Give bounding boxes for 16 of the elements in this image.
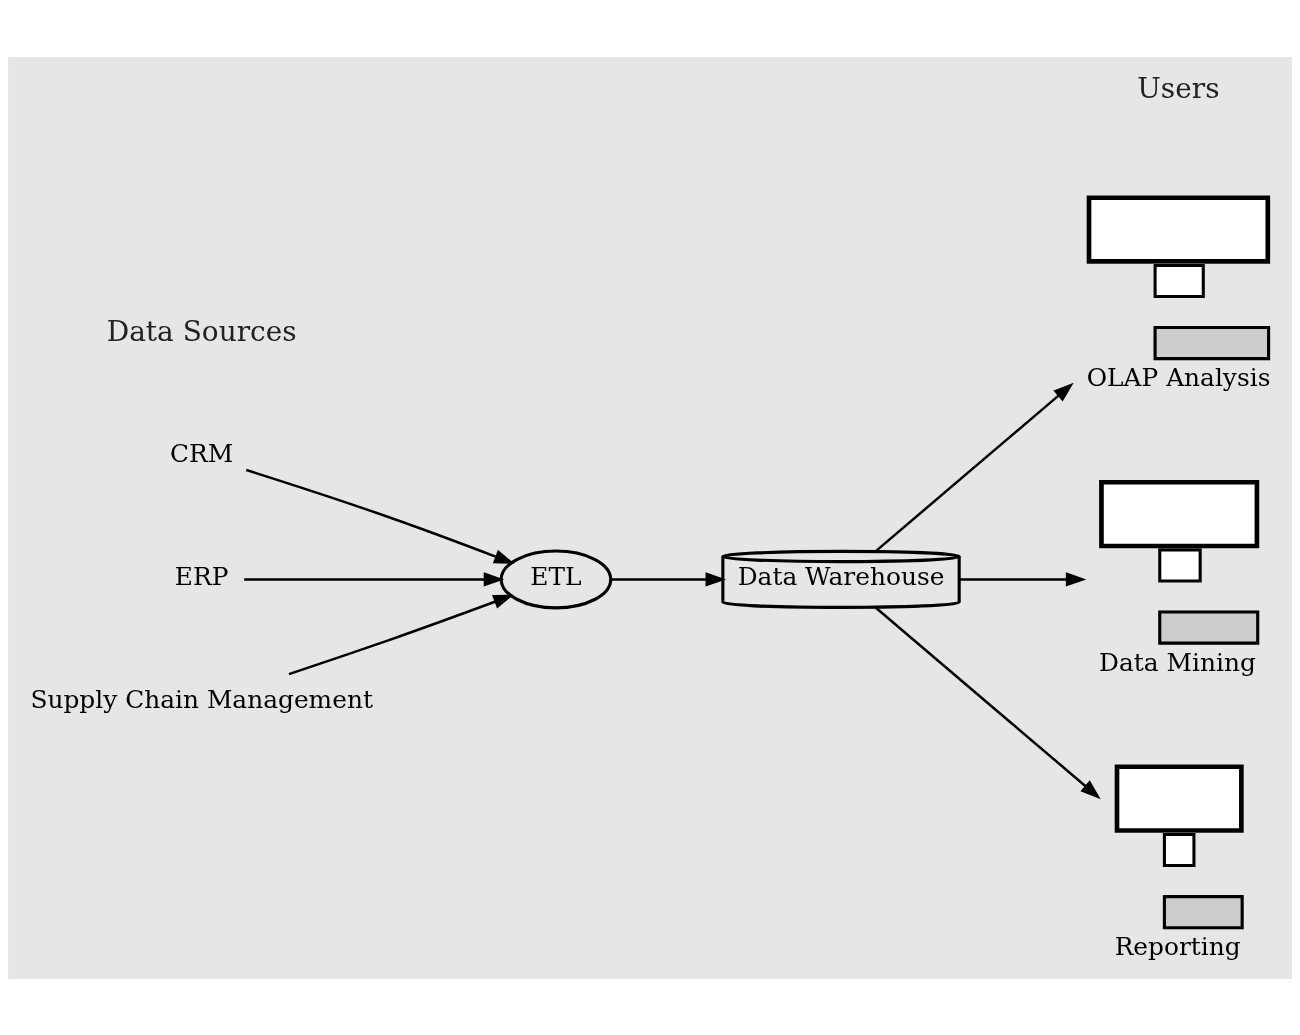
node-label: Reporting (1114, 931, 1241, 961)
arrow (245, 468, 515, 564)
arrow (288, 594, 514, 675)
node-text: ERP (174, 561, 229, 591)
node-text: Supply Chain Management (30, 684, 373, 714)
arrow (875, 382, 1074, 552)
label: Data Sources (106, 314, 297, 348)
label: Users (1137, 71, 1220, 105)
arrow (959, 571, 1087, 587)
arrow (875, 606, 1101, 799)
node-label: Data Mining (1099, 647, 1256, 677)
arrow (611, 571, 727, 587)
node-ellipse: ETL (499, 548, 613, 609)
node-text: CRM (170, 438, 234, 468)
arrow (244, 571, 505, 587)
node-label: OLAP Analysis (1086, 362, 1271, 392)
